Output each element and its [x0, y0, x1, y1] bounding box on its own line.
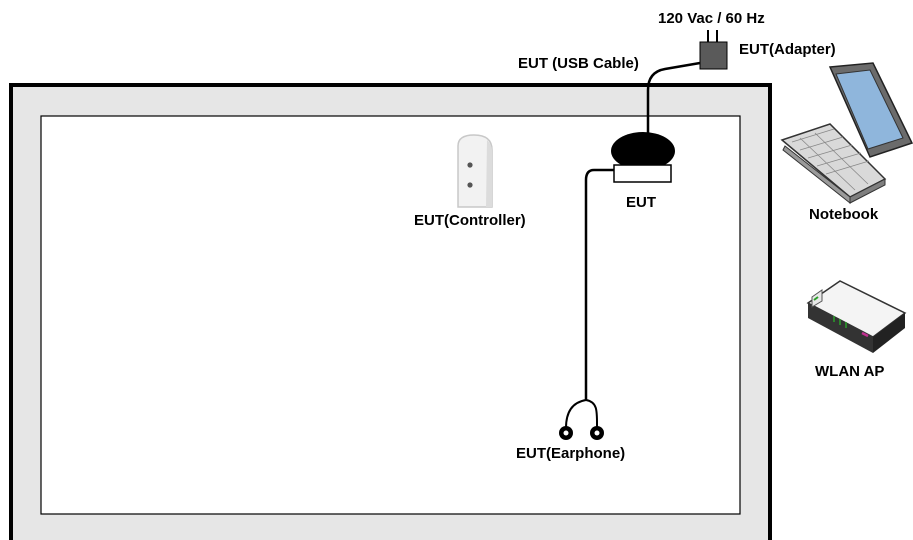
usb-cable-label: EUT (USB Cable) — [518, 55, 639, 72]
eut-device-icon — [611, 132, 675, 183]
controller-icon — [457, 134, 493, 208]
notebook-icon — [780, 62, 913, 205]
usb-cable-line — [646, 61, 701, 138]
notebook-label: Notebook — [809, 206, 879, 223]
power-source-label: 120 Vac / 60 Hz — [658, 10, 765, 27]
adapter-label: EUT(Adapter) — [739, 41, 836, 58]
earphone-cable-line — [584, 168, 614, 400]
earphone-label: EUT(Earphone) — [516, 445, 626, 462]
adapter-icon — [699, 30, 728, 70]
eut-label: EUT — [626, 194, 656, 211]
wlan-ap-icon — [806, 280, 907, 353]
earphone-split-line — [565, 399, 599, 429]
controller-label: EUT(Controller) — [414, 212, 526, 229]
earphone-icon — [559, 426, 604, 440]
wlan-ap-label: WLAN AP — [815, 363, 885, 380]
